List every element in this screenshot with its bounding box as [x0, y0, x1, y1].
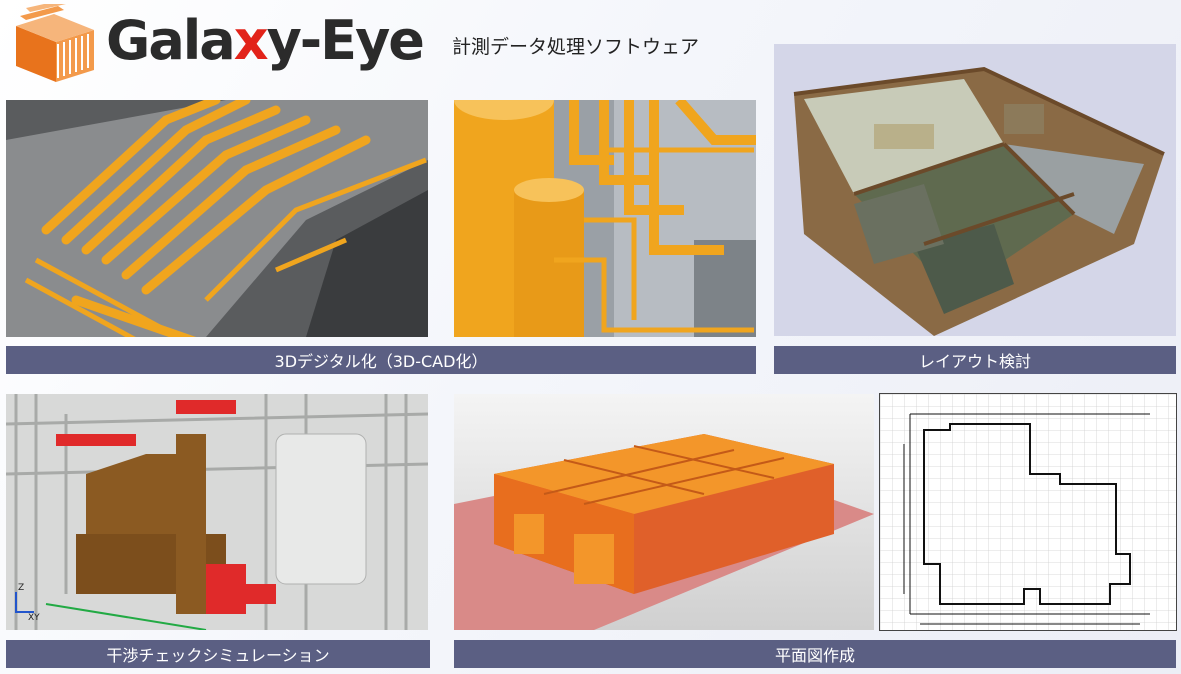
axis-xy-label: XY: [28, 613, 40, 623]
caption-layout-study: レイアウト検討: [774, 346, 1176, 374]
pipe-ceiling-render: [6, 100, 428, 337]
caption-3d-digitize: 3Dデジタル化（3D-CAD化）: [6, 346, 756, 374]
volume-blocks-render: [454, 394, 874, 630]
product-tagline: 計測データ処理ソフトウェア: [452, 36, 700, 58]
brand-wordmark: Galaxy-Eye: [106, 9, 425, 72]
caption-interference-check: 干渉チェックシミュレーション: [6, 640, 430, 668]
caption-floor-plan: 平面図作成: [454, 640, 1176, 668]
axis-z-label: Z: [18, 583, 24, 593]
tank-pipes-render: [454, 100, 756, 337]
floor-layout-3d-render: [774, 44, 1176, 336]
floor-plan-drawing: [879, 393, 1177, 631]
galaxy-eye-logo-icon: [8, 0, 100, 84]
interference-forklift-render: Z XY: [6, 394, 428, 630]
